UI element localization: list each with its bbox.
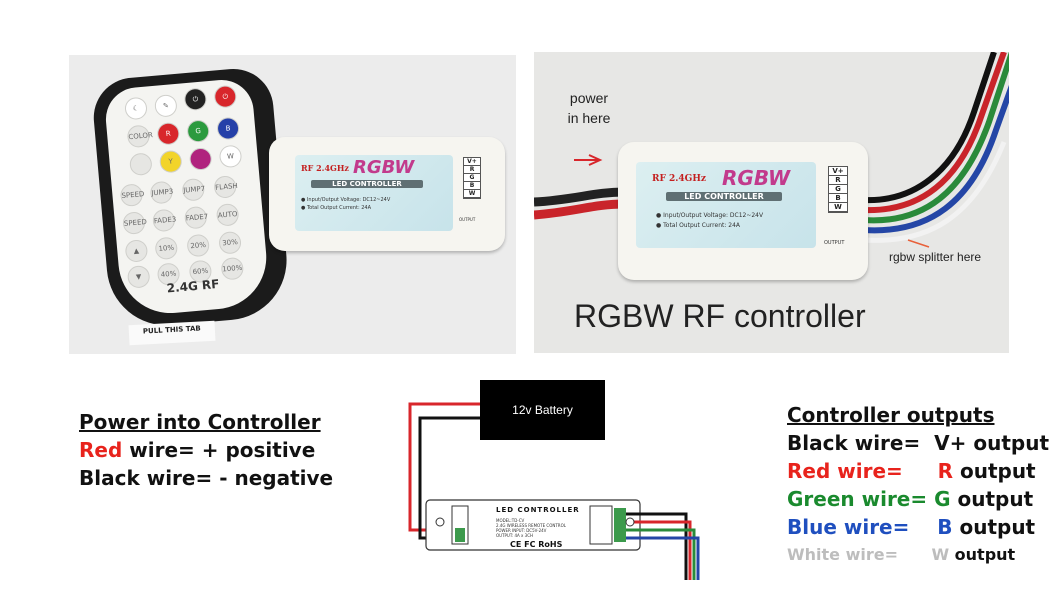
yellow-button: Y: [158, 149, 183, 174]
output-name: W output: [931, 545, 1016, 564]
output-text: OUTPUT: [459, 217, 476, 222]
device-specs: MODEL:TD-CV 2.4G WIRELESS REMOTE CONTROL…: [496, 518, 566, 538]
outputs-heading: Controller outputs: [787, 403, 995, 427]
red-word: Red: [79, 438, 123, 462]
controller-label-right: RF 2.4GHz RGBW LED CONTROLLER ● Input/Ou…: [636, 162, 816, 248]
gap: [909, 515, 937, 539]
power-on-icon: ⏻: [213, 84, 238, 109]
pull-tab: PULL THIS TAB: [128, 320, 216, 346]
spec-current: ● Total Output Current: 24A: [656, 222, 741, 229]
brightness-down-icon: ▼: [126, 264, 151, 289]
device-title: LED CONTROLLER: [496, 506, 580, 514]
power-red-line: Red wire= + positive: [79, 436, 333, 464]
spec-voltage: ● Input/Output Voltage: DC12~24V: [656, 212, 764, 219]
power-in-here-annotation: power in here: [567, 90, 611, 126]
red-rest: wire= + positive: [122, 438, 316, 462]
green-button: G: [186, 119, 211, 144]
wires-graphic: [534, 52, 1009, 248]
spec-current: ● Total Output Current: 24A: [301, 205, 372, 211]
speed-down-button: SPEED: [122, 211, 147, 235]
brightness-icon: ✎: [153, 93, 178, 118]
fade3-button: FADE3: [151, 208, 177, 233]
device-spec-line: 2.4G WIRELESS REMOTE CONTROL: [496, 523, 566, 528]
pin-g: G: [464, 174, 480, 182]
pin-vplus: V+: [464, 158, 480, 166]
wire-name: Black wire=: [787, 431, 921, 455]
rgbw-splitter-annotation: rgbw splitter here: [889, 250, 982, 264]
thirty-percent-button: 30%: [218, 230, 242, 255]
pin-vplus: V+: [829, 167, 847, 176]
wire-name: White wire=: [787, 545, 899, 564]
jump7-button: JUMP7: [181, 177, 206, 202]
purple-button: [188, 147, 213, 171]
pin-w: W: [464, 190, 480, 198]
device-spec-line: POWER INPUT: DC5V-24V: [496, 528, 547, 533]
white-button: W: [218, 144, 243, 169]
output-row-black: Black wire= V+ output: [787, 429, 1049, 457]
pin-b: B: [464, 182, 480, 190]
rgbw-text: RGBW: [722, 166, 791, 190]
output-name: R output: [937, 459, 1036, 483]
twenty-percent-button: 20%: [186, 233, 211, 258]
wire-name: Green wire=: [787, 487, 928, 511]
controller-label-left: RF 2.4GHz RGBW LED CONTROLLER ● Input/Ou…: [295, 155, 453, 231]
pin-w: W: [829, 203, 847, 212]
remote-color-button: COLOR: [126, 124, 153, 149]
spec-voltage: ● Input/Output Voltage: DC12~24V: [301, 197, 391, 203]
gap: [898, 545, 931, 564]
device-spec-line: OUTPUT: 4A x 3CH: [496, 533, 534, 538]
speed-up-button: SPEED: [119, 183, 145, 208]
output-name: V+ output: [934, 431, 1050, 455]
power-off-icon: ⏻: [183, 87, 208, 112]
rf-remote: ☾ ✎ ⏻ ⏻ COLOR R G B Y W SPEED JUMP3 JUMP…: [90, 65, 292, 331]
wire-name: Red wire=: [787, 459, 903, 483]
pin-g: G: [829, 185, 847, 194]
hundred-percent-button: 100%: [220, 256, 245, 281]
controller-box-left: RF 2.4GHz RGBW LED CONTROLLER ● Input/Ou…: [269, 137, 505, 251]
output-row-blue: Blue wire= B output: [787, 513, 1049, 541]
gap: [903, 459, 938, 483]
controller-outputs-legend: Controller outputs Black wire= V+ output…: [787, 401, 1049, 569]
output-name: B output: [937, 515, 1036, 539]
gap: [920, 431, 934, 455]
blue-button: B: [216, 116, 241, 141]
ten-percent-button: 10%: [154, 236, 179, 261]
flash-button: FLASH: [213, 175, 238, 199]
led-controller-text: LED CONTROLLER: [311, 180, 423, 188]
output-row-green: Green wire= G output: [787, 485, 1049, 513]
wire-name: Blue wire=: [787, 515, 910, 539]
battery-box: 12v Battery: [480, 380, 605, 440]
red-button: R: [156, 121, 181, 146]
pin-r: R: [829, 176, 847, 185]
output-row-red: Red wire= R output: [787, 457, 1049, 485]
pin-b: B: [829, 194, 847, 203]
output-name: G output: [934, 487, 1034, 511]
pin-block-right: V+ R G B W: [828, 166, 848, 213]
auto-button: AUTO: [215, 202, 240, 227]
rf-text: RF 2.4GHz: [301, 163, 349, 173]
fade7-button: FADE7: [183, 205, 208, 230]
photo-caption: RGBW RF controller: [574, 298, 866, 334]
pin-block-left: V+ R G B W: [463, 157, 481, 199]
rgbw-text: RGBW: [353, 157, 415, 178]
remote-face: ☾ ✎ ⏻ ⏻ COLOR R G B Y W SPEED JUMP3 JUMP…: [103, 77, 271, 318]
rf-text: RF 2.4GHz: [652, 174, 706, 184]
wired-controller-photo: RF 2.4GHz RGBW LED CONTROLLER ● Input/Ou…: [534, 52, 1009, 353]
output-row-white: White wire= W output: [787, 541, 1049, 569]
moon-icon: ☾: [124, 96, 148, 121]
led-controller-text: LED CONTROLLER: [666, 192, 782, 201]
device-certification-marks: CE FC RoHS: [510, 540, 563, 549]
color-button: [128, 152, 153, 177]
power-heading: Power into Controller: [79, 410, 321, 434]
remote-and-controller-photo: ☾ ✎ ⏻ ⏻ COLOR R G B Y W SPEED JUMP3 JUMP…: [69, 55, 516, 354]
pin-r: R: [464, 166, 480, 174]
power-input-legend: Power into Controller Red wire= + positi…: [79, 408, 333, 492]
output-text: OUTPUT: [824, 240, 845, 246]
brightness-up-icon: ▲: [124, 239, 149, 263]
jump3-button: JUMP3: [149, 180, 174, 205]
power-black-line: Black wire= - negative: [79, 466, 334, 490]
controller-box-right: RF 2.4GHz RGBW LED CONTROLLER ● Input/Ou…: [618, 142, 868, 280]
device-spec-line: MODEL:TD-CV: [496, 518, 525, 523]
